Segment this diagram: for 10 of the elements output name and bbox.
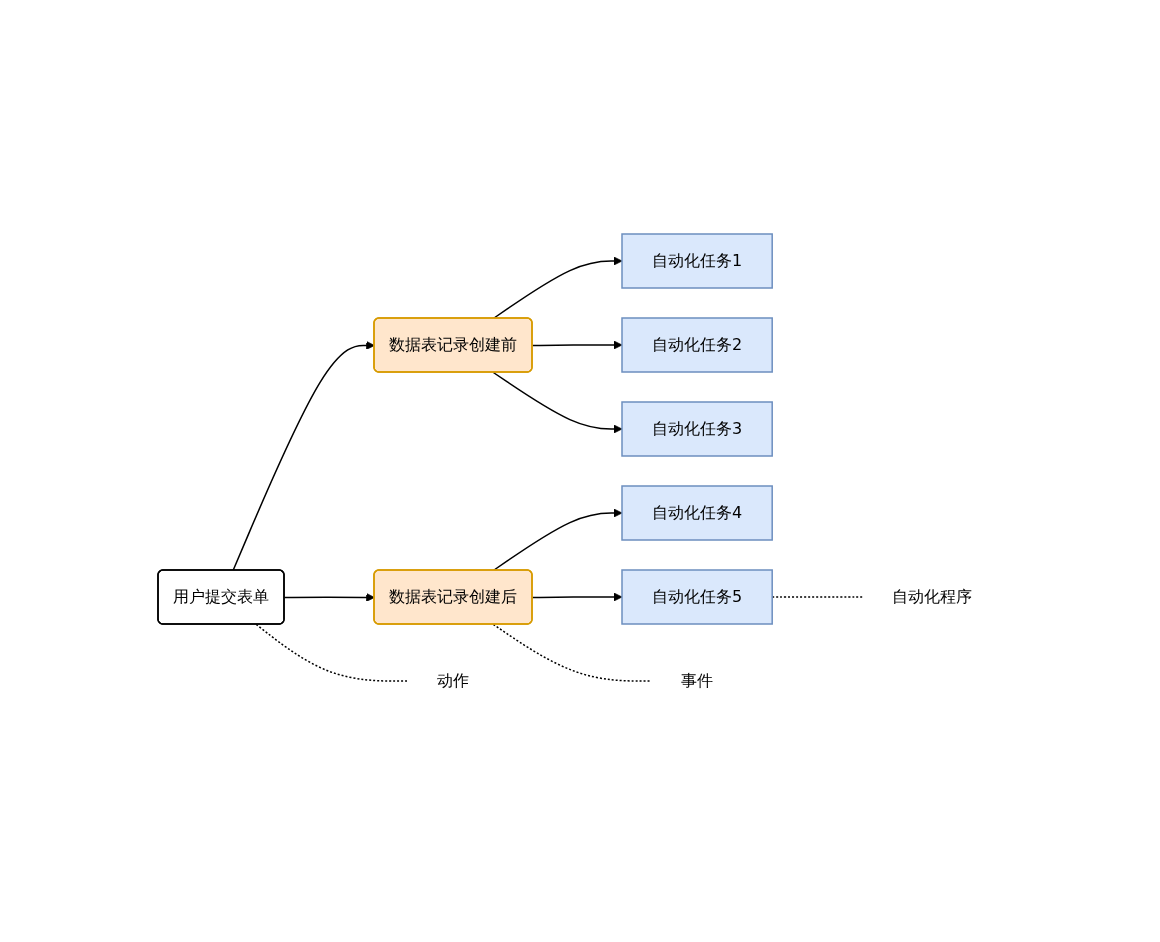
node-box: 自动化任务4 bbox=[621, 485, 773, 541]
node-box: 自动化任务2 bbox=[621, 317, 773, 373]
node-box: 自动化任务3 bbox=[621, 401, 773, 457]
node-text: 动作 bbox=[436, 671, 469, 690]
node-box: 自动化任务1 bbox=[621, 233, 773, 289]
node-box: 自动化任务5 bbox=[621, 569, 773, 625]
connector bbox=[492, 623, 652, 682]
node-text: 事件 bbox=[681, 671, 713, 690]
connector bbox=[255, 623, 408, 682]
node-text: 自动化程序 bbox=[892, 587, 973, 606]
